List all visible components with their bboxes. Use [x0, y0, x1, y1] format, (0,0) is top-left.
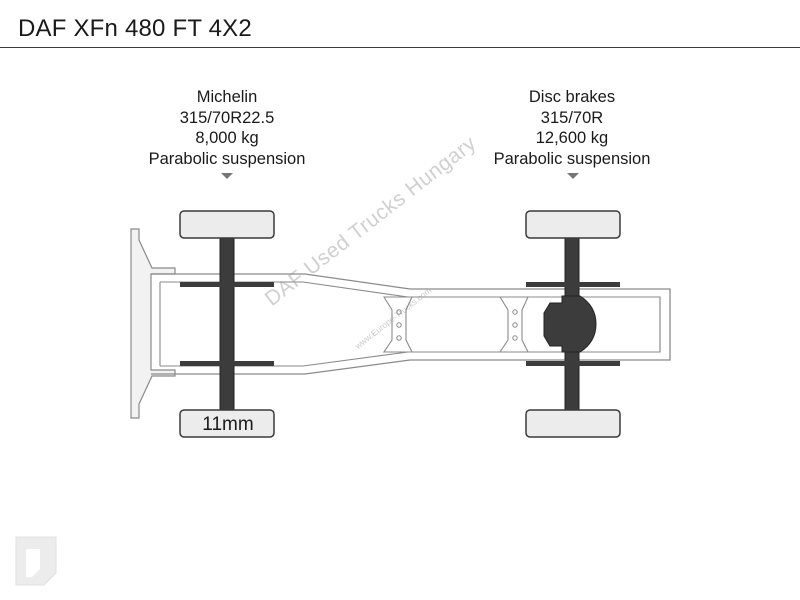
- rear-crossmember-right: [655, 296, 661, 353]
- front-right-tyre: [179, 409, 275, 438]
- front-spring-bottom: [180, 361, 274, 366]
- rear-crossmember: [498, 296, 529, 353]
- front-axle-load: 8,000 kg: [195, 129, 259, 147]
- frame-outline-outer: [151, 273, 671, 375]
- rear-spring-bottom: [526, 361, 620, 366]
- rear-axle-tyre-size: 315/70R: [540, 108, 604, 127]
- rear-differential: [543, 295, 597, 353]
- front-axle-info: Michelin 315/70R22.5 8,000 kg Parabolic …: [107, 87, 347, 169]
- front-spring-top: [180, 282, 274, 287]
- front-tyre-tread-depth: 11mm: [202, 414, 254, 435]
- front-left-tyre: [179, 210, 275, 239]
- rear-spring-top: [526, 282, 620, 287]
- front-axle-tyre-brand: Michelin: [196, 88, 258, 106]
- rear-axle-info: Disc brakes 315/70R 12,600 kg Parabolic …: [452, 87, 692, 169]
- rear-axle-brakes: Disc brakes: [528, 88, 616, 106]
- rear-left-tyre: [525, 210, 621, 239]
- page-title: DAF XFn 480 FT 4X2: [18, 15, 252, 42]
- mid-crossmember: [382, 296, 413, 353]
- front-axle-suspension: Parabolic suspension: [148, 149, 306, 168]
- rear-axle-pointer-icon: [567, 173, 579, 179]
- front-axle-pointer-icon: [221, 173, 233, 179]
- front-axle-tyre-size: 315/70R22.5: [179, 108, 275, 127]
- rear-right-tyre: [525, 409, 621, 438]
- front-axle-beam: [219, 237, 235, 411]
- front-bumper: [130, 228, 176, 419]
- site-logo-icon: [15, 536, 57, 586]
- rear-axle-load: 12,600 kg: [535, 129, 609, 147]
- title-divider: [0, 47, 800, 48]
- rear-axle-suspension: Parabolic suspension: [493, 149, 651, 168]
